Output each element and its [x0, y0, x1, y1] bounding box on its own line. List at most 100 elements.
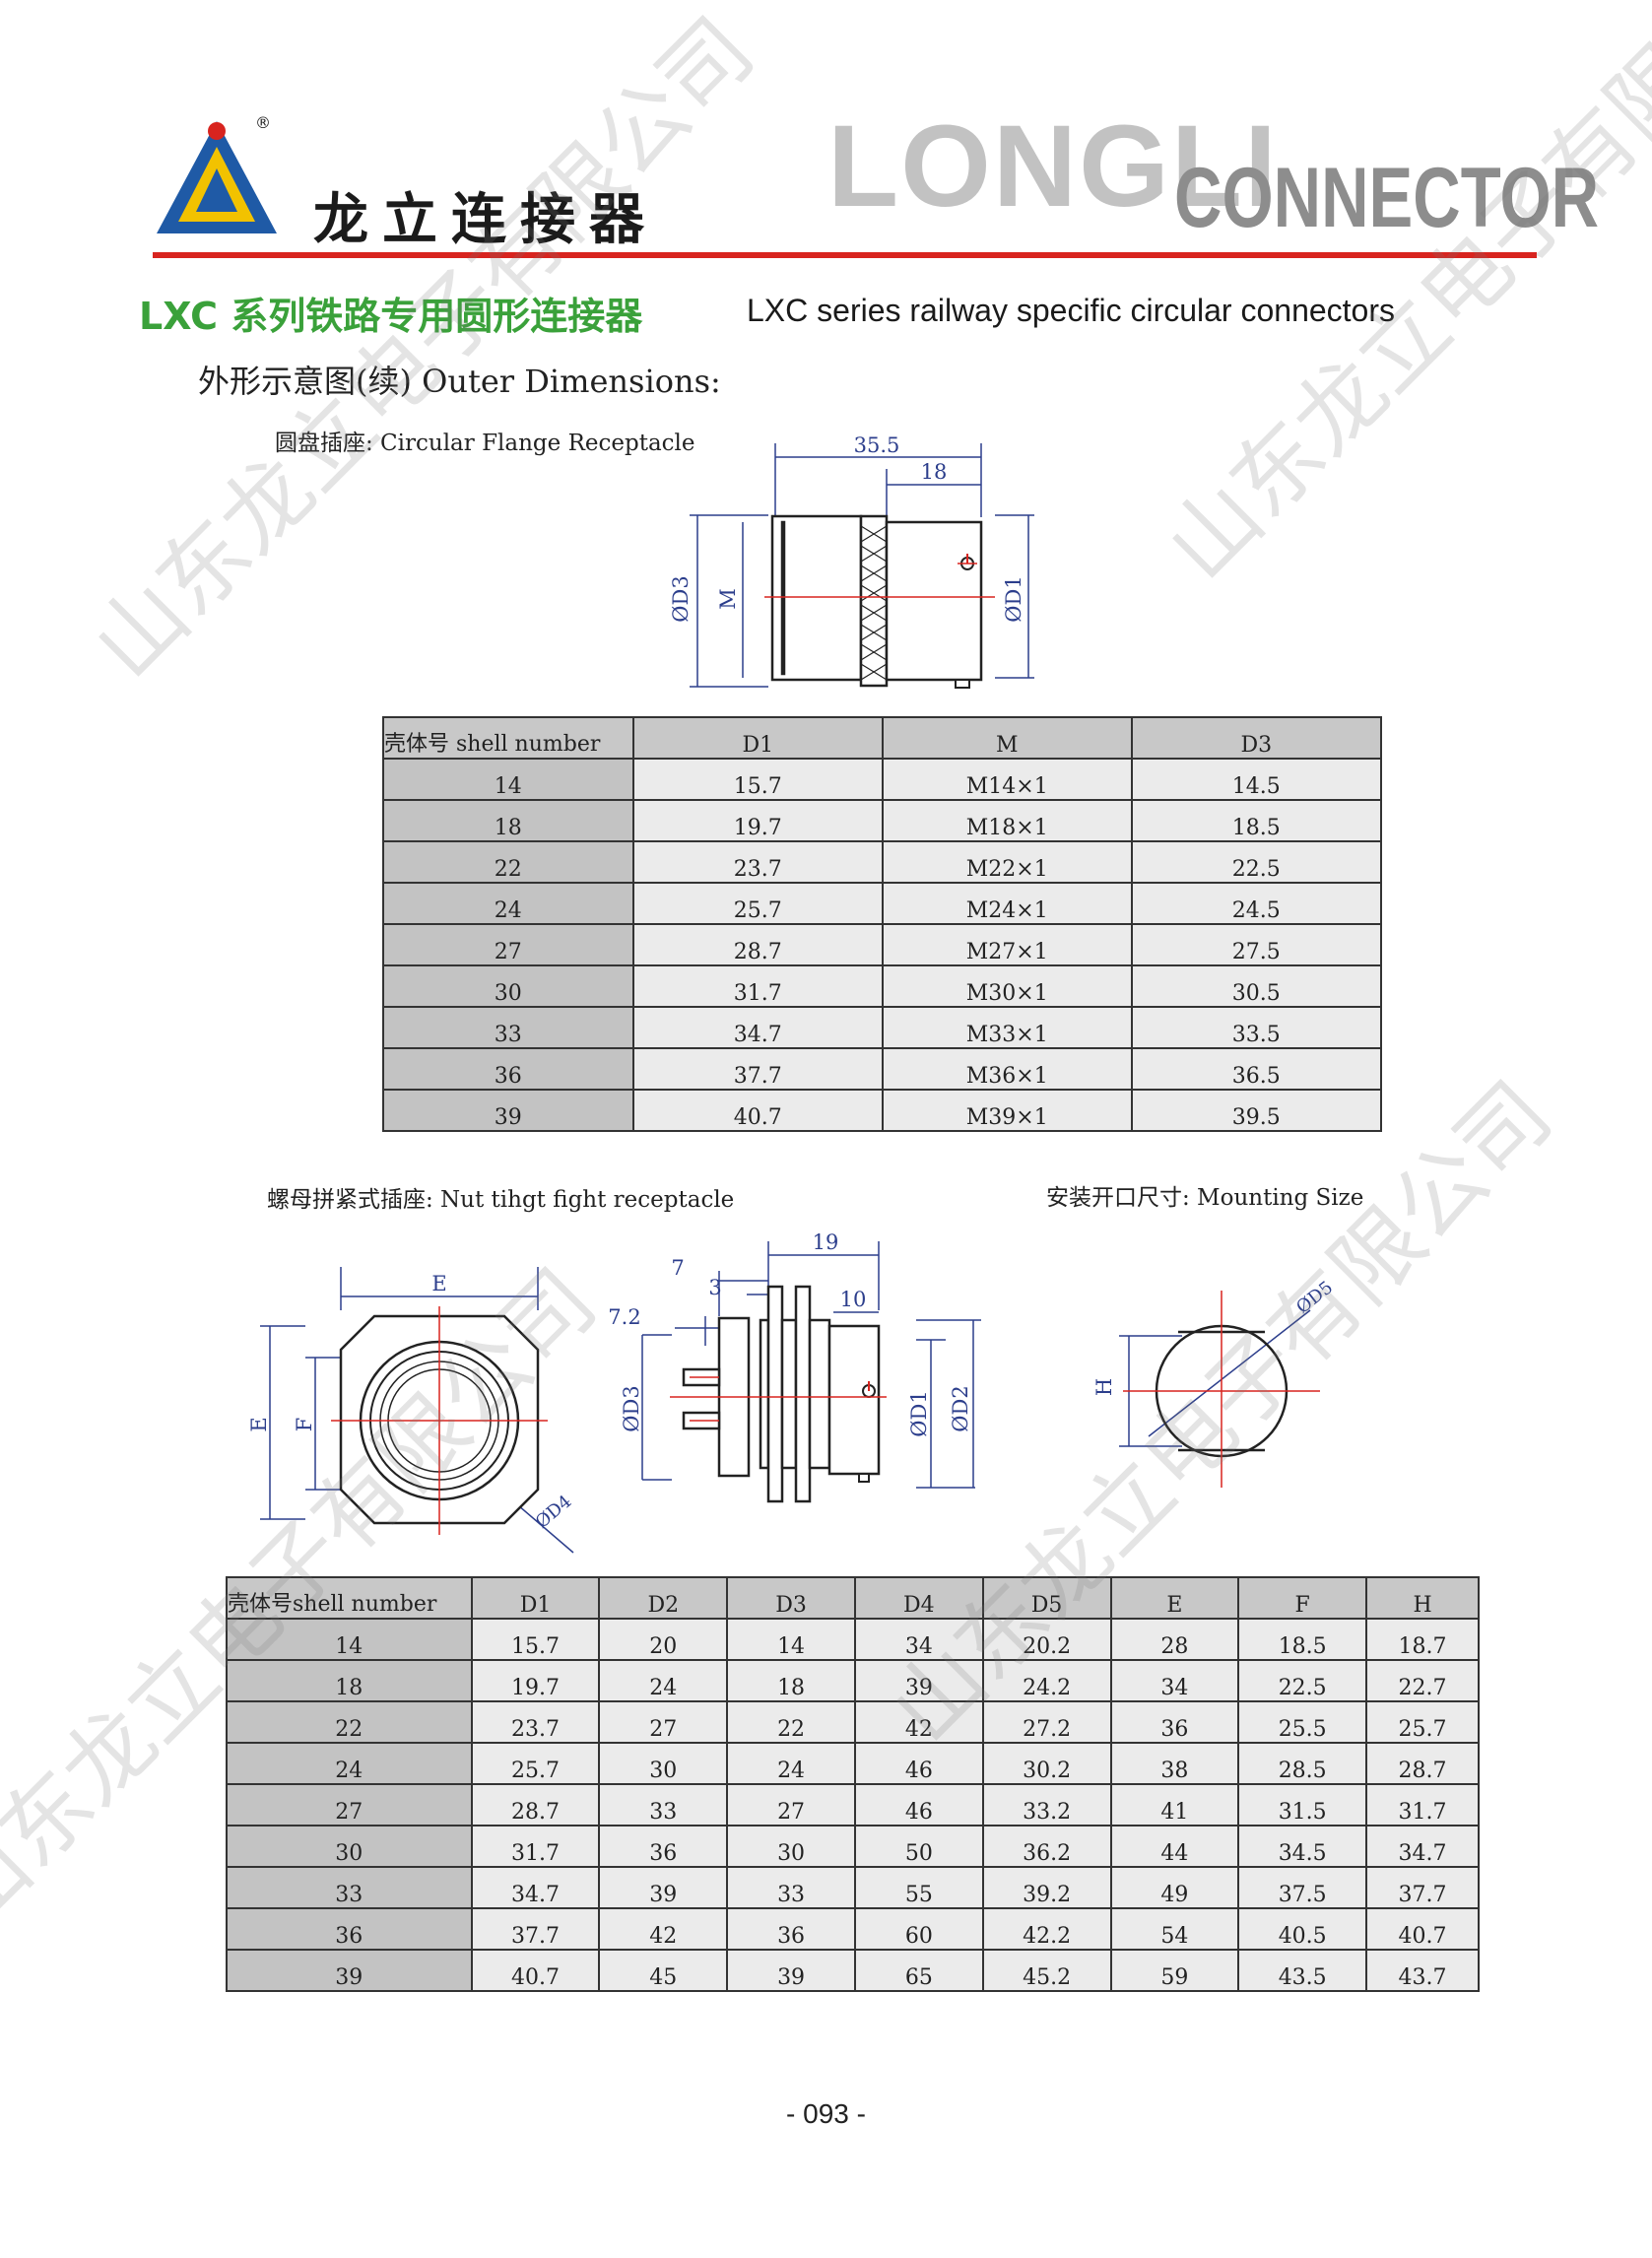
value-cell: 45 [598, 1949, 729, 1992]
header-d4: D4 [853, 1576, 984, 1620]
value-cell: 28.7 [1365, 1742, 1480, 1785]
value-cell: 27 [598, 1700, 729, 1744]
value-cell: 34 [853, 1618, 984, 1661]
label-od3: ØD3 [620, 1385, 643, 1431]
value-cell: 42 [853, 1700, 984, 1744]
header-shell-number: 壳体号shell number [226, 1576, 473, 1620]
label-h: H [1092, 1378, 1116, 1396]
nut-receptacle-side-view: 19 7 3 10 7.2 ØD3 ØD1 ØD2 [608, 1230, 981, 1503]
shell-number-cell: 36 [382, 1047, 634, 1091]
value-cell: 65 [853, 1949, 984, 1992]
value-cell: 18.5 [1130, 799, 1383, 842]
value-cell: 18.7 [1365, 1618, 1480, 1661]
brand-name-cn: 龙立连接器 [313, 188, 658, 252]
value-cell: 37.7 [631, 1047, 884, 1091]
value-cell: 49 [1109, 1866, 1240, 1909]
dim-18: 18 [921, 460, 948, 484]
value-cell: 30 [598, 1742, 729, 1785]
value-cell: 40.7 [1365, 1907, 1480, 1951]
value-cell: 19.7 [470, 1659, 601, 1702]
value-cell: 23.7 [631, 840, 884, 884]
value-cell: 18.5 [1237, 1618, 1368, 1661]
value-cell: 37.7 [1365, 1866, 1480, 1909]
value-cell: 24.5 [1130, 882, 1383, 925]
header-h: H [1365, 1576, 1480, 1620]
mounting-size-caption: 安装开口尺寸: Mounting Size [1046, 1185, 1364, 1211]
value-cell: 36 [598, 1825, 729, 1868]
label-e-top: E [431, 1272, 446, 1295]
value-cell: 22.5 [1237, 1659, 1368, 1702]
header-shell-number: 壳体号 shell number [382, 716, 634, 760]
value-cell: M24×1 [881, 882, 1133, 925]
value-cell: 30.2 [981, 1742, 1112, 1785]
brand-name-connector: CONNECTOR [1174, 151, 1600, 245]
value-cell: 45.2 [981, 1949, 1112, 1992]
flange-receptacle-drawing: 35.5 18 ØD3 M ØD1 [670, 433, 1034, 689]
value-cell: 15.7 [631, 758, 884, 801]
value-cell: 37.7 [470, 1907, 601, 1951]
value-cell: 24 [598, 1659, 729, 1702]
value-cell: 28.5 [1237, 1742, 1368, 1785]
value-cell: 34 [1109, 1659, 1240, 1702]
value-cell: 20 [598, 1618, 729, 1661]
label-od3: ØD3 [670, 575, 693, 622]
value-cell: 59 [1109, 1949, 1240, 1992]
header-f: F [1237, 1576, 1368, 1620]
outer-dimensions-heading: 外形示意图(续) Outer Dimensions: [198, 363, 721, 400]
value-cell: 39 [726, 1949, 856, 1992]
value-cell: 20.2 [981, 1618, 1112, 1661]
shell-number-cell: 14 [226, 1618, 473, 1661]
value-cell: 27.5 [1130, 923, 1383, 966]
registered-mark: ® [255, 113, 271, 132]
value-cell: 39 [853, 1659, 984, 1702]
value-cell: 36.5 [1130, 1047, 1383, 1091]
shell-number-cell: 18 [226, 1659, 473, 1702]
value-cell: 42.2 [981, 1907, 1112, 1951]
shell-number-cell: 27 [382, 923, 634, 966]
value-cell: 25.7 [470, 1742, 601, 1785]
value-cell: 43.7 [1365, 1949, 1480, 1992]
header-d1: D1 [631, 716, 884, 760]
value-cell: 60 [853, 1907, 984, 1951]
header-m: M [881, 716, 1133, 760]
value-cell: 39.5 [1130, 1089, 1383, 1132]
value-cell: M33×1 [881, 1006, 1133, 1049]
value-cell: 27 [726, 1783, 856, 1826]
flange-receptacle-caption: 圆盘插座: Circular Flange Receptacle [275, 431, 695, 456]
dim-7: 7 [671, 1256, 684, 1280]
shell-number-cell: 27 [226, 1783, 473, 1826]
value-cell: 19.7 [631, 799, 884, 842]
value-cell: 46 [853, 1783, 984, 1826]
label-od2: ØD2 [949, 1385, 972, 1431]
label-e-side: E [247, 1417, 271, 1431]
shell-number-cell: 22 [382, 840, 634, 884]
header-d5: D5 [981, 1576, 1112, 1620]
header-d2: D2 [598, 1576, 729, 1620]
value-cell: M30×1 [881, 964, 1133, 1008]
nut-receptacle-front-view: E E F ØD4 [247, 1267, 575, 1554]
value-cell: 50 [853, 1825, 984, 1868]
value-cell: 33 [726, 1866, 856, 1909]
value-cell: 31.5 [1237, 1783, 1368, 1826]
label-od1: ØD1 [907, 1390, 931, 1436]
header-d1: D1 [470, 1576, 601, 1620]
value-cell: 28.7 [631, 923, 884, 966]
value-cell: M18×1 [881, 799, 1133, 842]
brand-name-longli: LONGLI [827, 101, 1279, 232]
value-cell: 28.7 [470, 1783, 601, 1826]
shell-number-cell: 22 [226, 1700, 473, 1744]
value-cell: 55 [853, 1866, 984, 1909]
shell-number-cell: 39 [382, 1089, 634, 1132]
